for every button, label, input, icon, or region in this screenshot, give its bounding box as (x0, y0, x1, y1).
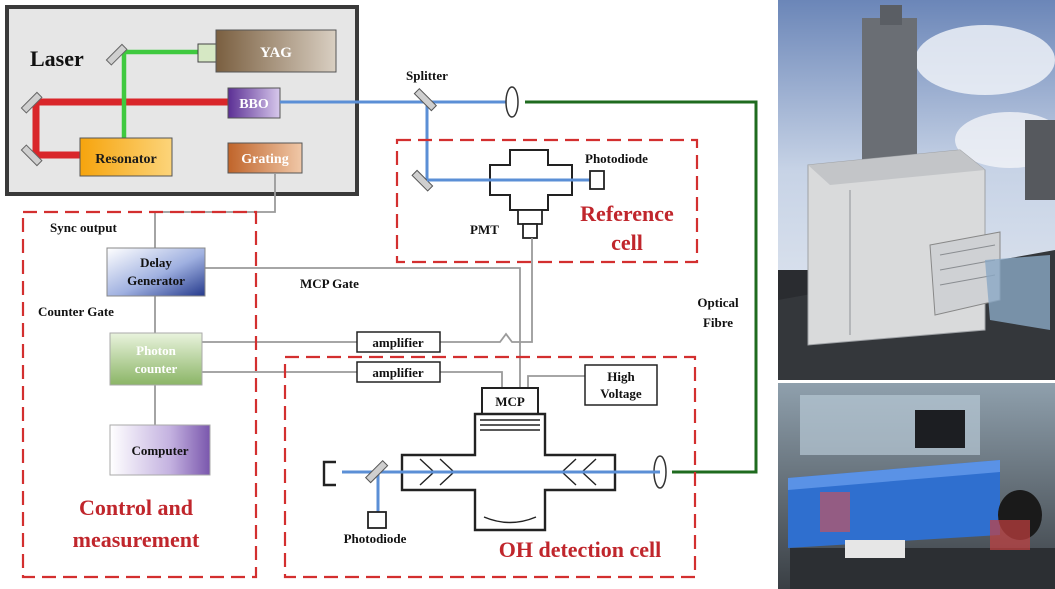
amplifier-box-1 (356, 331, 441, 353)
beam-dump-icon (322, 460, 336, 487)
splitter-label: Splitter (406, 68, 448, 83)
oh-detection-cell: High Voltage MCP Photodiode OH detection… (283, 355, 697, 579)
reference-cell: Photodiode PMT Reference cell (395, 138, 699, 264)
instrument-photo-lab (778, 383, 1055, 589)
computer-label: Computer (131, 443, 188, 458)
mirror-icon (364, 459, 389, 484)
lens-icon (505, 86, 519, 118)
photodiode-icon (589, 170, 605, 190)
photon-counter-label-2: counter (135, 361, 178, 376)
mcp-box (481, 387, 539, 415)
optical-fibre (525, 100, 758, 474)
amplifier-label-2: amplifier (372, 365, 423, 380)
counter-gate-label: Counter Gate (38, 304, 114, 319)
optical-fibre-label-1: Optical (697, 295, 739, 310)
laser-title: Laser (30, 46, 84, 71)
control-title-2: measurement (73, 527, 200, 552)
yag-crystal-icon (197, 43, 217, 63)
control-measurement: Sync output Delay Generator Counter Gate… (21, 210, 258, 579)
resonator-box (79, 137, 173, 177)
mcp-gate-label: MCP Gate (300, 276, 359, 291)
optical-fibre-label-2: Fibre (703, 315, 733, 330)
instrument-photo-outdoor (778, 0, 1055, 380)
amplifier-label-1: amplifier (372, 335, 423, 350)
oh-cell-title: OH detection cell (499, 537, 662, 562)
high-voltage-label-1: High (607, 369, 635, 384)
photodiode-icon (367, 511, 387, 529)
mirror-icon (20, 144, 43, 167)
high-voltage-label-2: Voltage (600, 386, 642, 401)
delay-generator-box (106, 247, 206, 297)
computer-box (109, 424, 211, 476)
pmt-label: PMT (470, 222, 499, 237)
resonator-label: Resonator (95, 152, 156, 167)
reference-cell-title-1: Reference (580, 201, 674, 226)
yag-label: YAG (260, 45, 292, 61)
photon-counter-label-1: Photon (136, 343, 177, 358)
yag-box (215, 29, 337, 73)
bbo-box (227, 87, 281, 119)
grating-box (227, 142, 303, 174)
mirror-icon (105, 43, 128, 66)
reference-cell-title-2: cell (611, 230, 643, 255)
mirror-icon (411, 169, 434, 192)
control-title-1: Control and (79, 495, 193, 520)
bbo-label: BBO (239, 97, 269, 112)
photon-counter-box (109, 332, 203, 386)
grating-label: Grating (241, 152, 288, 167)
control-border (21, 210, 258, 579)
reference-photodiode-label: Photodiode (585, 151, 648, 166)
amplifier-box-2 (356, 361, 441, 383)
reference-cell-border (395, 138, 699, 264)
sync-output-label: Sync output (50, 220, 117, 235)
splitter-icon (413, 87, 438, 112)
mirror-icon (20, 91, 43, 114)
oh-photodiode-label: Photodiode (344, 531, 407, 546)
delay-generator-label-2: Generator (127, 273, 185, 288)
mcp-label: MCP (495, 394, 525, 409)
delay-generator-label-1: Delay (140, 255, 172, 270)
high-voltage-box (584, 364, 658, 406)
pmt-icon (517, 209, 543, 225)
